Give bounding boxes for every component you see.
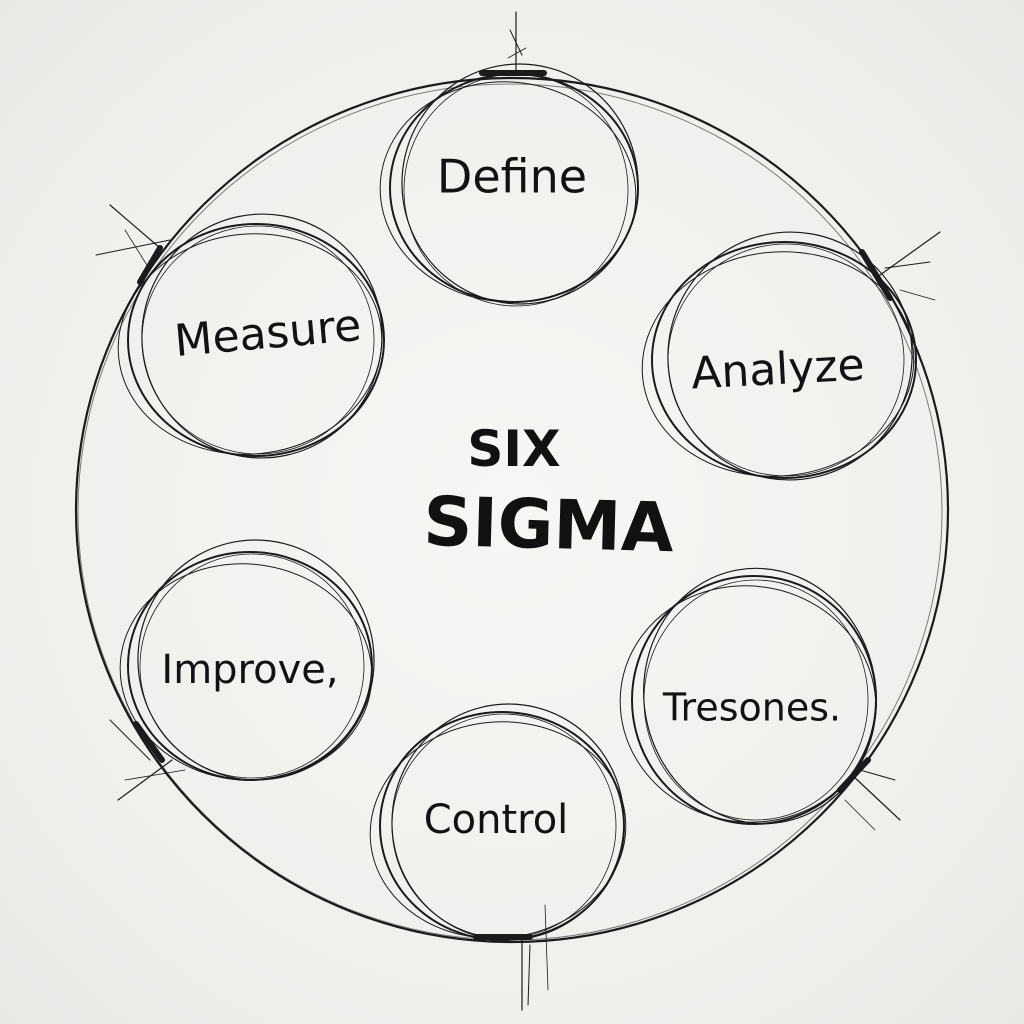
tick-bottom — [473, 904, 549, 1011]
node-label-tresones: Tresones. — [662, 686, 841, 730]
tick-upper-left — [95, 204, 171, 285]
tick-top — [479, 11, 547, 76]
tick-lower-right — [837, 757, 901, 831]
tick-lower-left — [109, 719, 186, 801]
node-label-analyze: Analyze — [690, 340, 866, 400]
node-label-measure: Measure — [172, 300, 363, 367]
node-measure — [117, 213, 385, 459]
node-label-improve: Improve, — [161, 647, 338, 693]
node-analyze — [641, 231, 917, 481]
center-title-line2: SIGMA — [422, 483, 675, 569]
node-control — [369, 703, 627, 941]
node-label-control: Control — [424, 797, 569, 843]
node-improve — [119, 539, 375, 781]
node-label-define: Define — [437, 150, 587, 204]
node-define — [379, 63, 639, 307]
center-title-line1: SIX — [467, 420, 560, 478]
node-tresones — [619, 567, 877, 825]
